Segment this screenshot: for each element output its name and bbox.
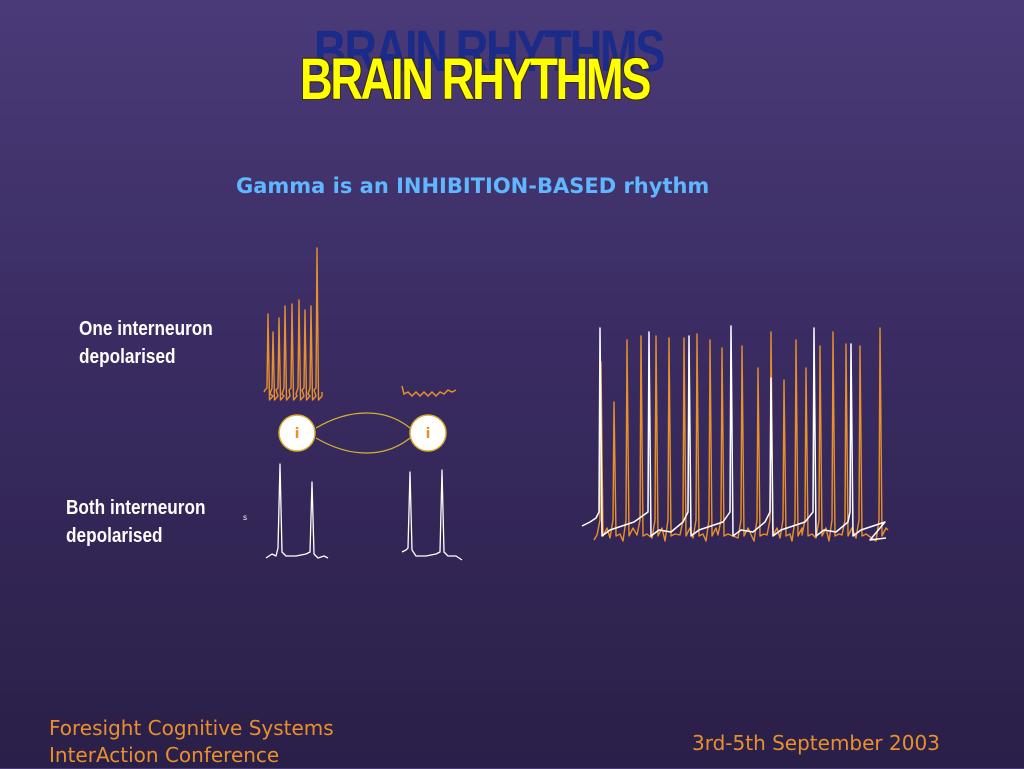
rhythm-white-path bbox=[581, 325, 887, 541]
interneuron-right-label: i bbox=[426, 426, 431, 442]
synapse-arc-bottom bbox=[315, 437, 411, 454]
footer-line1: Foresight Cognitive Systems bbox=[49, 716, 334, 740]
label-both-interneurons: Both interneuron depolarised bbox=[66, 494, 206, 550]
interneuron-right: i bbox=[409, 414, 447, 452]
burst-spike-path bbox=[263, 247, 323, 401]
right-neuron-white-trace bbox=[401, 469, 463, 561]
rhythm-orange-path bbox=[593, 327, 889, 542]
label-both-line1: Both interneuron bbox=[66, 497, 206, 519]
left-neuron-white-trace bbox=[265, 463, 329, 559]
title-shadow: BRAIN RHYTHMS bbox=[314, 19, 665, 84]
footer-date: 3rd-5th September 2003 bbox=[692, 731, 940, 755]
label-one-line1: One interneuron bbox=[79, 318, 213, 340]
one-interneuron-spike-trace bbox=[263, 247, 323, 401]
footer-left: Foresight Cognitive Systems InterAction … bbox=[49, 715, 334, 769]
interneuron-left: i bbox=[278, 414, 316, 452]
label-one-interneuron: One interneuron depolarised bbox=[79, 315, 213, 371]
label-both-line2: depolarised bbox=[66, 525, 163, 547]
gamma-rhythm-orange-trace bbox=[593, 327, 889, 542]
footer-line2: InterAction Conference bbox=[49, 743, 280, 767]
label-one-line2: depolarised bbox=[79, 346, 176, 368]
page-title: BRAIN RHYTHMS bbox=[300, 47, 651, 112]
small-mark: s bbox=[243, 513, 247, 522]
quiet-neuron-trace bbox=[401, 385, 457, 398]
title-wordart: BRAIN RHYTHMS BRAIN RHYTHMS bbox=[300, 19, 680, 120]
interneuron-left-label: i bbox=[295, 426, 300, 442]
gamma-rhythm-white-trace bbox=[581, 325, 887, 541]
right-white-path bbox=[401, 469, 463, 561]
left-white-path bbox=[265, 463, 329, 559]
subtitle: Gamma is an INHIBITION-BASED rhythm bbox=[236, 174, 710, 198]
synapse-arc-top bbox=[315, 412, 411, 429]
